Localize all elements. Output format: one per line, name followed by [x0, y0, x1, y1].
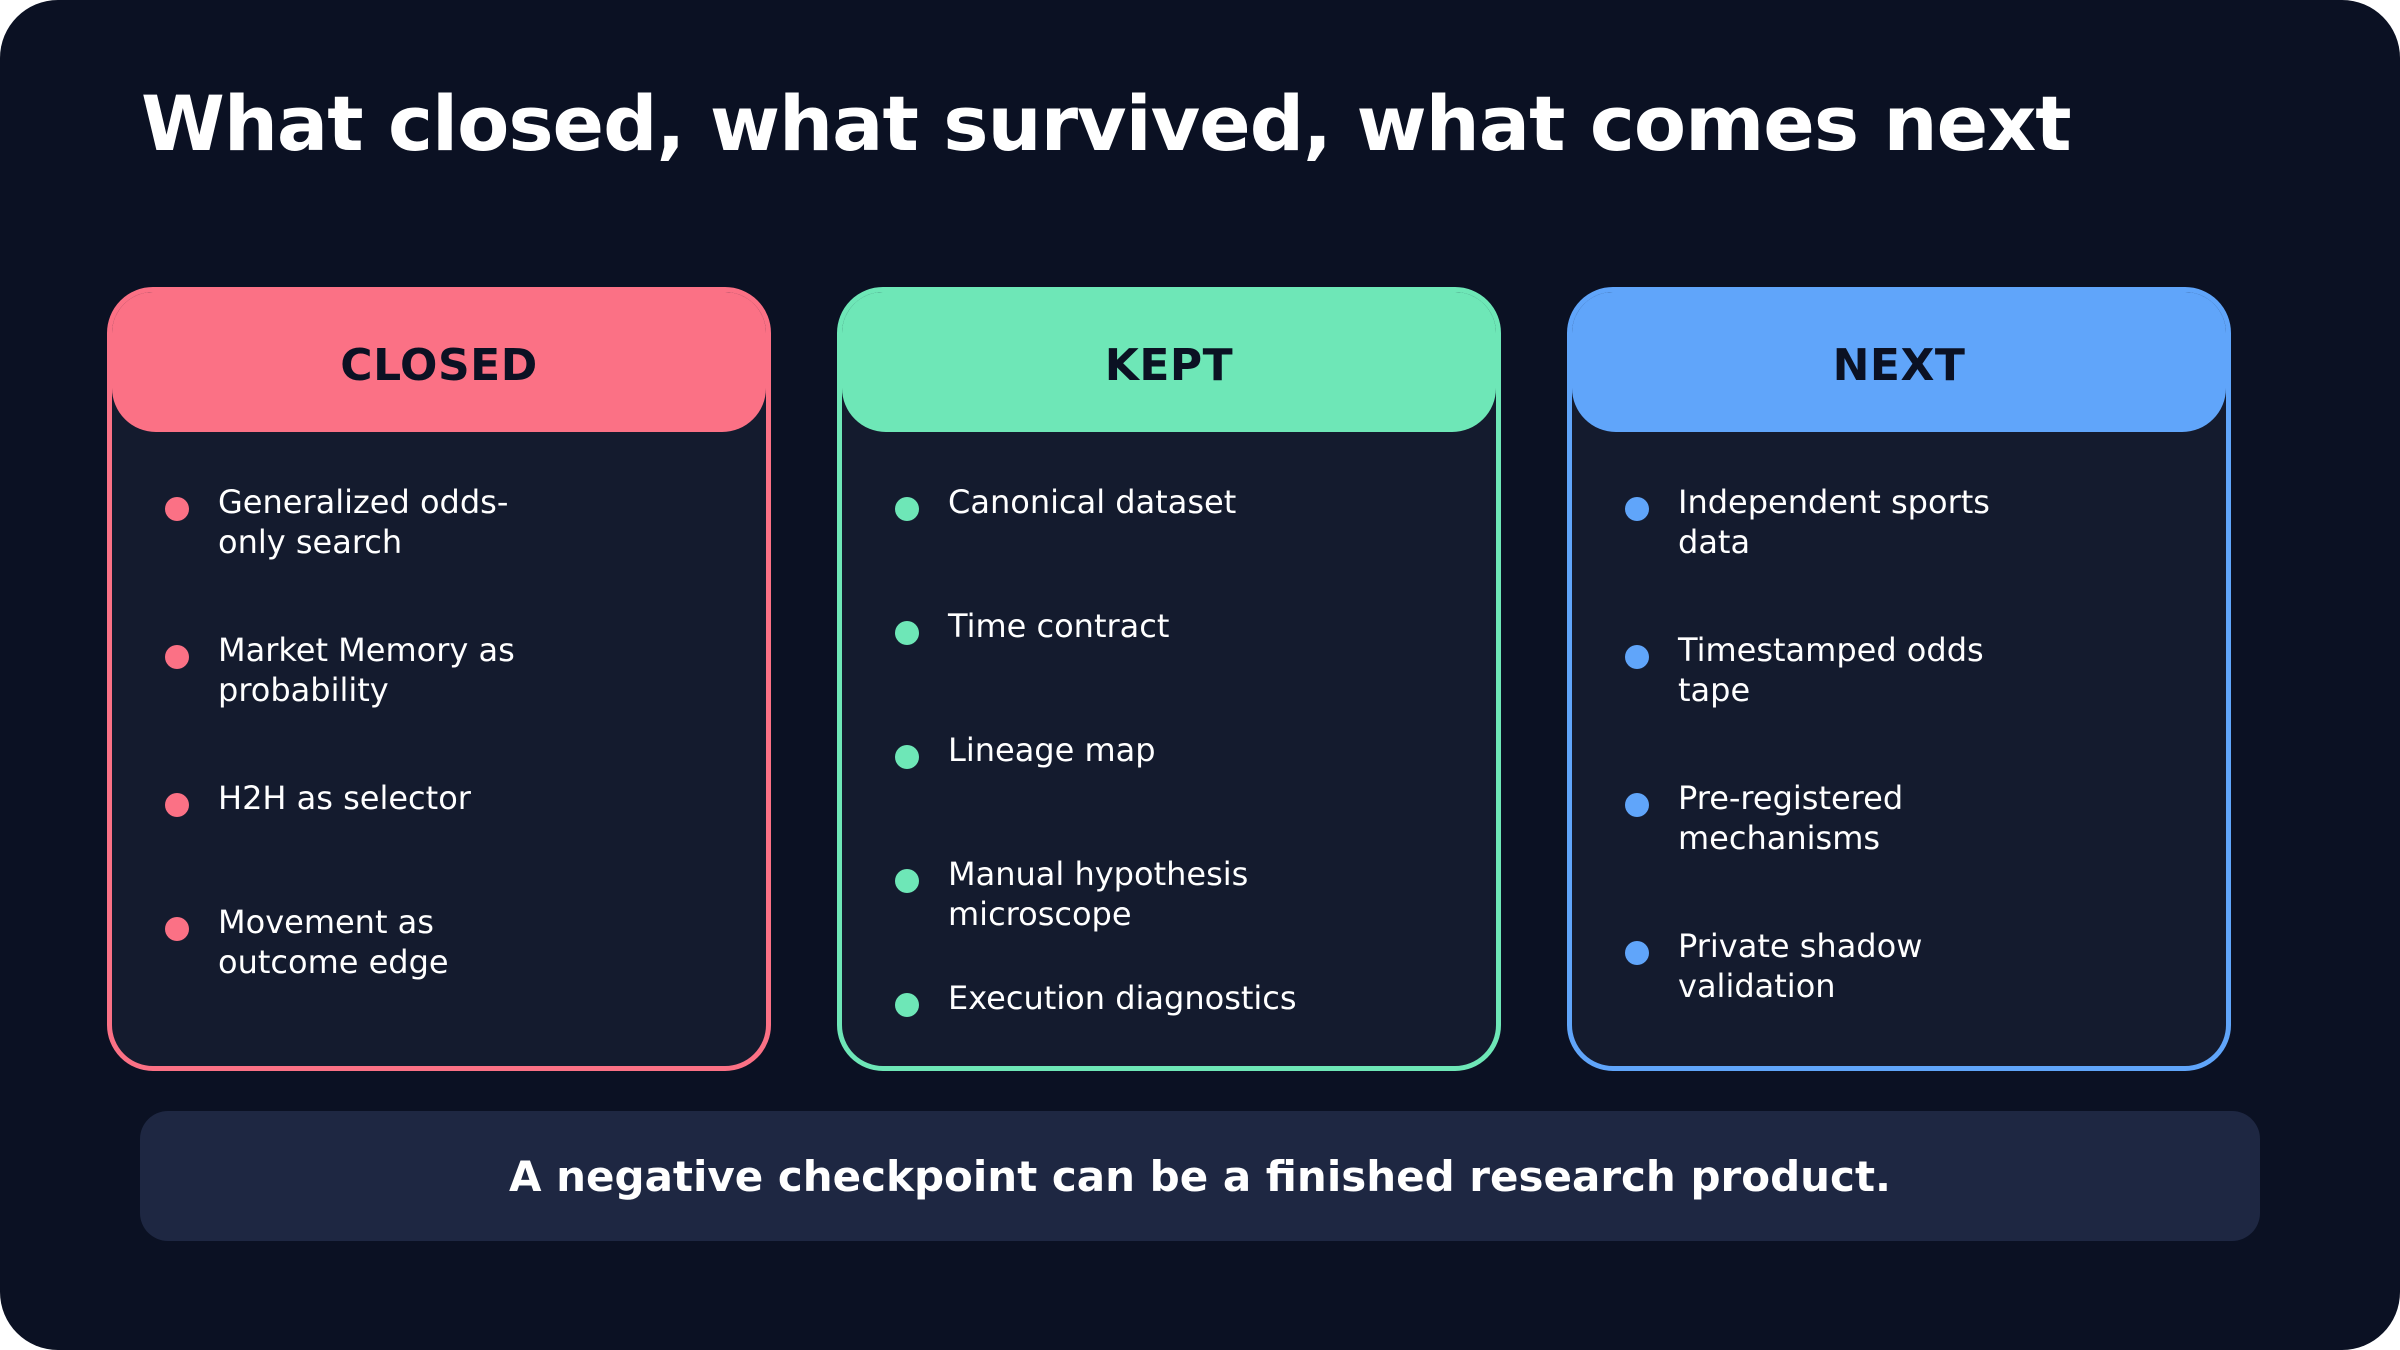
card-title: NEXT: [1832, 339, 1966, 391]
card-next: NEXT Independent sports data Timestamped…: [1567, 287, 2231, 1071]
bullet-dot-icon: [1625, 645, 1649, 669]
bullet-dot-icon: [1625, 497, 1649, 521]
bullet-dot-icon: [895, 745, 919, 769]
list-item-text: Manual hypothesis microscope: [948, 855, 1249, 933]
card-title: KEPT: [1104, 339, 1234, 391]
list-item: Manual hypothesis microscope: [895, 854, 1475, 934]
footer-text: A negative checkpoint can be a finished …: [509, 1151, 1891, 1201]
list-item-text: Time contract: [948, 607, 1170, 645]
list-item-text: Canonical dataset: [948, 483, 1237, 521]
bullet-dot-icon: [165, 497, 189, 521]
list-item-text: Private shadow validation: [1678, 927, 1923, 1005]
list-item: Private shadow validation: [1625, 926, 2205, 1006]
list-item-text: Execution diagnostics: [948, 979, 1297, 1017]
page-title: What closed, what survived, what comes n…: [141, 79, 2072, 168]
list-item: Independent sports data: [1625, 482, 2205, 562]
list-item: Pre-registered mechanisms: [1625, 778, 2205, 858]
list-item: Timestamped odds tape: [1625, 630, 2205, 710]
card-kept: KEPT Canonical dataset Time contract Lin…: [837, 287, 1501, 1071]
card-header: KEPT: [842, 292, 1496, 432]
bullet-dot-icon: [895, 869, 919, 893]
card-header: NEXT: [1572, 292, 2226, 432]
list-item-text: Movement as outcome edge: [218, 903, 449, 981]
card-title: CLOSED: [340, 339, 538, 391]
bullet-dot-icon: [165, 793, 189, 817]
list-item: Time contract: [895, 606, 1475, 646]
bullet-dot-icon: [895, 621, 919, 645]
list-item-text: Generalized odds-only search: [218, 483, 509, 561]
list-item: Market Memory as probability: [165, 630, 745, 710]
list-item-text: Independent sports data: [1678, 483, 1990, 561]
list-item: Movement as outcome edge: [165, 902, 745, 982]
list-item-text: Pre-registered mechanisms: [1678, 779, 1904, 857]
list-item-text: Market Memory as probability: [218, 631, 515, 709]
list-item: H2H as selector: [165, 778, 745, 818]
list-item-text: H2H as selector: [218, 779, 471, 817]
bullet-dot-icon: [895, 993, 919, 1017]
list-item: Canonical dataset: [895, 482, 1475, 522]
bullet-dot-icon: [165, 645, 189, 669]
list-item: Generalized odds-only search: [165, 482, 745, 562]
list-item: Lineage map: [895, 730, 1475, 770]
bullet-dot-icon: [1625, 941, 1649, 965]
footer-banner: A negative checkpoint can be a finished …: [140, 1111, 2260, 1241]
list-item-text: Timestamped odds tape: [1678, 631, 1984, 709]
list-item: Execution diagnostics: [895, 978, 1475, 1018]
card-closed: CLOSED Generalized odds-only search Mark…: [107, 287, 771, 1071]
list-item-text: Lineage map: [948, 731, 1156, 769]
bullet-dot-icon: [165, 917, 189, 941]
bullet-dot-icon: [895, 497, 919, 521]
bullet-dot-icon: [1625, 793, 1649, 817]
card-header: CLOSED: [112, 292, 766, 432]
